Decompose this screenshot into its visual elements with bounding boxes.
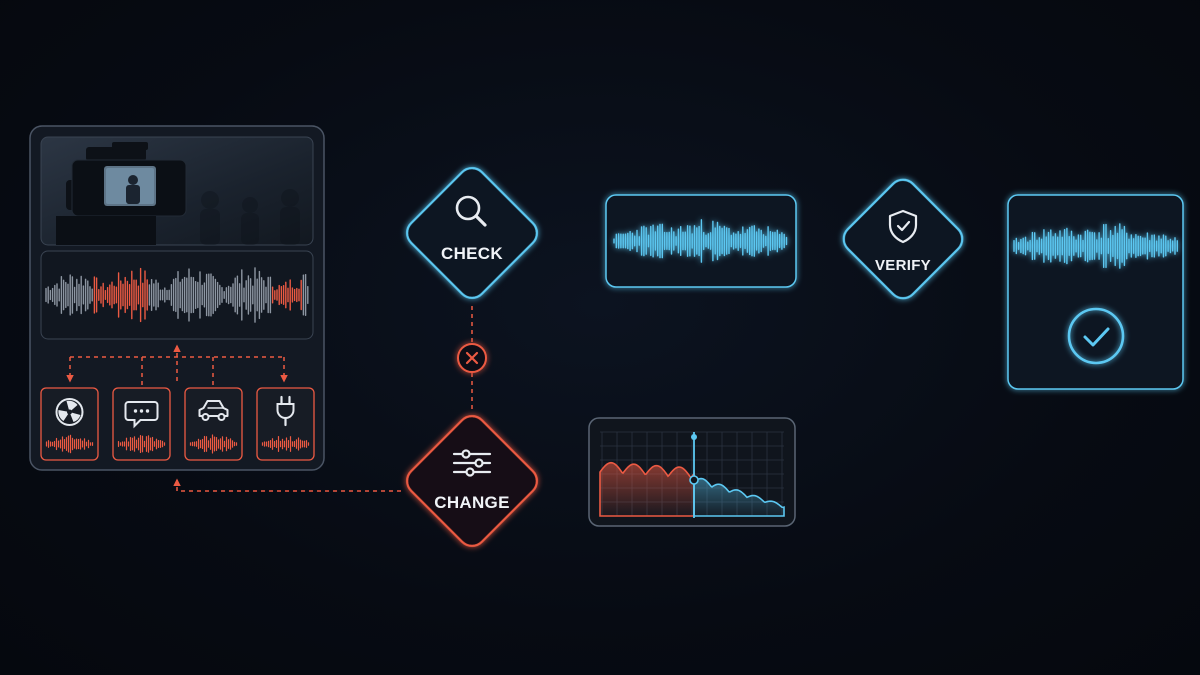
final-output-panel — [1007, 194, 1184, 390]
noise-mini-waveform — [117, 434, 166, 454]
final-waveform — [1013, 223, 1179, 269]
clean-waveform — [613, 219, 788, 263]
connectors — [173, 227, 1006, 492]
verify-node[interactable]: VERIFY — [838, 174, 968, 304]
change-label: CHANGE — [434, 493, 509, 512]
noise-mini-waveform — [189, 434, 238, 454]
spectrum-panel — [588, 417, 796, 527]
audio-waveform — [45, 267, 309, 323]
noise-source-chatter[interactable] — [112, 387, 171, 461]
spectrum-cursor-handle[interactable] — [689, 475, 699, 485]
spectrum-clean-curve — [693, 477, 785, 517]
noise-source-fan[interactable] — [40, 387, 99, 461]
dashed-change-feedback — [173, 478, 401, 492]
spectrum-cursor-top — [691, 434, 697, 440]
speech-bubble-icon — [124, 401, 159, 429]
shield-check-icon — [888, 209, 918, 244]
power-plug-icon — [276, 395, 295, 427]
check-circle-icon — [1067, 307, 1125, 365]
video-thumbnail[interactable] — [40, 136, 314, 246]
noise-source-traffic[interactable] — [184, 387, 243, 461]
check-label: CHECK — [441, 244, 503, 263]
check-node[interactable]: CHECK — [401, 162, 542, 303]
clean-output-panel — [605, 194, 797, 288]
sliders-icon — [452, 449, 492, 477]
noise-split-lines — [66, 344, 288, 386]
change-node[interactable]: CHANGE — [401, 410, 542, 551]
noise-mini-waveform — [261, 436, 310, 452]
x-circle-icon — [457, 343, 487, 373]
fan-icon — [55, 398, 84, 426]
noise-mini-waveform — [45, 434, 94, 454]
car-icon — [198, 400, 229, 421]
audio-waveform-box — [40, 250, 314, 340]
film-camera-icon — [56, 142, 187, 245]
source-panel — [29, 125, 325, 471]
spectrum-noisy-curve — [599, 461, 695, 517]
verify-label: VERIFY — [875, 257, 931, 274]
noise-source-electrical-hum[interactable] — [256, 387, 315, 461]
magnifier-icon — [455, 195, 487, 227]
